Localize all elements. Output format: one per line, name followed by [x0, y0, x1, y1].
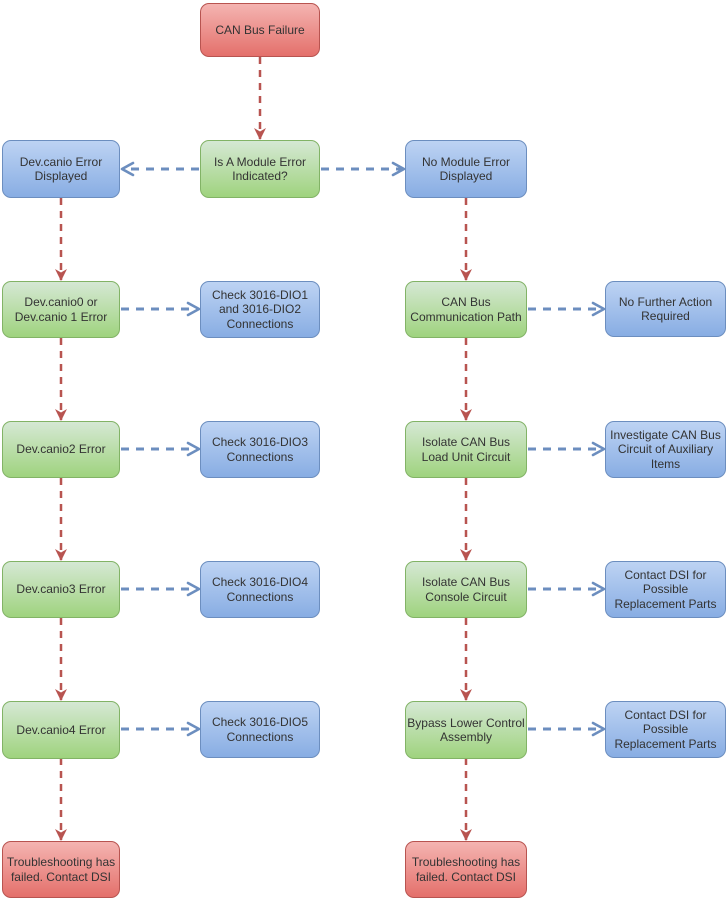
- node-dev-canio3-error: Dev.canio3 Error: [2, 561, 120, 618]
- node-check-3016-dio4: Check 3016-DIO4 Connections: [200, 561, 320, 618]
- node-contact-dsi-parts-2: Contact DSI for Possible Replacement Par…: [605, 701, 726, 758]
- node-check-3016-dio3: Check 3016-DIO3 Connections: [200, 421, 320, 478]
- node-check-3016-dio5: Check 3016-DIO5 Connections: [200, 701, 320, 758]
- node-dev-canio0-or-canio1-error: Dev.canio0 or Dev.canio 1 Error: [2, 281, 120, 338]
- node-dev-canio-error-displayed: Dev.canio Error Displayed: [2, 140, 120, 198]
- node-dev-canio2-error: Dev.canio2 Error: [2, 421, 120, 478]
- node-troubleshooting-failed-left: Troubleshooting has failed. Contact DSI: [2, 841, 120, 898]
- node-dev-canio4-error: Dev.canio4 Error: [2, 701, 120, 759]
- node-contact-dsi-parts-1: Contact DSI for Possible Replacement Par…: [605, 561, 726, 618]
- node-no-module-error-displayed: No Module Error Displayed: [405, 140, 527, 198]
- node-troubleshooting-failed-right: Troubleshooting has failed. Contact DSI: [405, 841, 527, 898]
- node-no-further-action-required: No Further Action Required: [605, 281, 726, 337]
- node-investigate-auxiliary: Investigate CAN Bus Circuit of Auxiliary…: [605, 421, 726, 478]
- node-is-module-error-indicated: Is A Module Error Indicated?: [200, 140, 320, 198]
- node-can-bus-communication-path: CAN Bus Communication Path: [405, 281, 527, 338]
- node-isolate-console-circuit: Isolate CAN Bus Console Circuit: [405, 561, 527, 618]
- node-bypass-lower-control: Bypass Lower Control Assembly: [405, 701, 527, 759]
- node-check-3016-dio1-dio2: Check 3016-DIO1 and 3016-DIO2 Connection…: [200, 281, 320, 338]
- node-isolate-load-unit-circuit: Isolate CAN Bus Load Unit Circuit: [405, 421, 527, 478]
- node-can-bus-failure: CAN Bus Failure: [200, 3, 320, 57]
